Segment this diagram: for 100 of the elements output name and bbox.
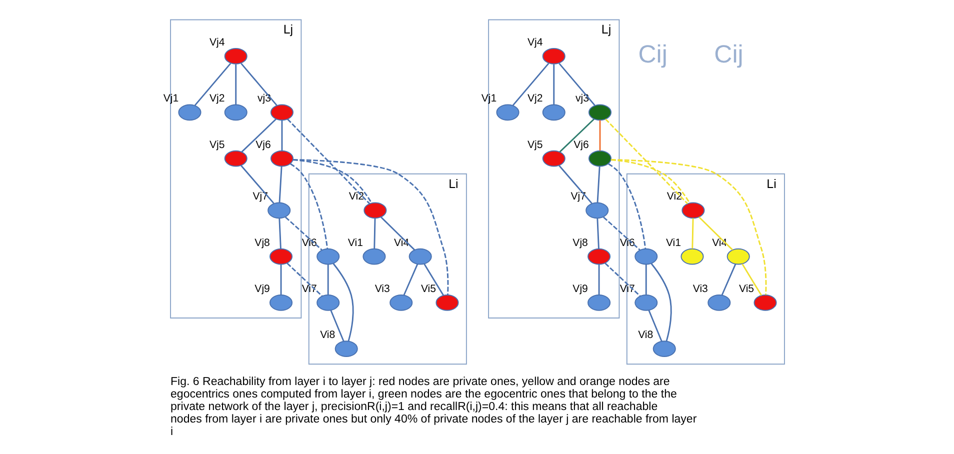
node-circle bbox=[267, 202, 290, 219]
connector bbox=[373, 218, 376, 249]
connector bbox=[240, 118, 276, 152]
connector bbox=[286, 262, 322, 297]
node-label: Vi2 bbox=[666, 190, 682, 203]
node-circle bbox=[363, 202, 386, 219]
connector bbox=[741, 264, 762, 296]
connector bbox=[691, 218, 694, 249]
node-label: Vi8 bbox=[638, 329, 653, 342]
node-circle bbox=[270, 104, 293, 121]
node-circle bbox=[588, 150, 612, 167]
connector bbox=[280, 264, 282, 295]
node-circle bbox=[435, 294, 458, 311]
connector bbox=[604, 262, 640, 297]
node-circle bbox=[542, 150, 565, 167]
connector bbox=[380, 216, 415, 250]
node-label: Vi1 bbox=[665, 236, 681, 249]
connector bbox=[326, 264, 328, 295]
node-circle bbox=[408, 248, 432, 265]
connector bbox=[286, 118, 370, 204]
node-label: Vj8 bbox=[572, 236, 588, 249]
node-circle bbox=[585, 202, 608, 219]
node-label: Vj6 bbox=[573, 138, 588, 151]
connector bbox=[648, 310, 662, 342]
node-circle bbox=[634, 248, 658, 265]
connector bbox=[240, 165, 274, 204]
connector bbox=[596, 218, 599, 249]
node-label: Vi3 bbox=[692, 282, 708, 295]
connector bbox=[234, 64, 236, 105]
label: Cij bbox=[638, 40, 667, 68]
node-circle bbox=[542, 104, 565, 121]
node-circle bbox=[652, 340, 676, 357]
connector bbox=[598, 264, 600, 295]
connector bbox=[290, 163, 328, 249]
node-label: Vj5 bbox=[527, 138, 542, 151]
node-circle bbox=[269, 294, 292, 311]
connector bbox=[512, 62, 549, 106]
node-circle bbox=[362, 248, 386, 265]
node-circle bbox=[224, 150, 247, 167]
node-label: Vj4 bbox=[209, 36, 224, 48]
node-circle bbox=[634, 294, 658, 311]
node-circle bbox=[680, 248, 704, 265]
connector bbox=[558, 165, 592, 204]
node-label: Vi8 bbox=[320, 329, 335, 342]
connector bbox=[402, 264, 418, 296]
connector bbox=[278, 166, 282, 203]
node-circle bbox=[316, 294, 340, 311]
node-circle bbox=[753, 294, 776, 311]
node-circle bbox=[496, 104, 519, 121]
node-label: Vj7 bbox=[252, 190, 268, 203]
connector bbox=[598, 120, 600, 151]
node-circle bbox=[316, 248, 340, 265]
connector bbox=[602, 216, 640, 250]
connector bbox=[650, 263, 672, 342]
connector bbox=[292, 158, 448, 295]
node-label: Vj2 bbox=[527, 92, 542, 105]
node-label: Vi2 bbox=[348, 190, 364, 203]
node-circle bbox=[270, 150, 293, 167]
connector bbox=[280, 120, 282, 151]
connector bbox=[292, 159, 372, 204]
node-label: Vi3 bbox=[374, 282, 390, 295]
node-label: Vi1 bbox=[347, 236, 363, 249]
connector bbox=[610, 158, 766, 295]
node-circle bbox=[334, 340, 358, 357]
caption: Fig. 6 Reachability from layer i to layer j: red nodes are private ones, yellow and orange nodes are egocentrics ones computed from layer i, green nodes are the egocentric ones that belong to the the private network of the layer j, precisionR(i,j)=1 and recallR(i,j)=0.4: this means that all reachable nodes from layer i are private ones but only 40% of private nodes of the layer j are reachable from layer i bbox=[170, 376, 696, 438]
node-circle bbox=[542, 48, 565, 64]
connector bbox=[194, 62, 231, 106]
node-label: Vj4 bbox=[527, 36, 542, 48]
connector bbox=[284, 216, 322, 250]
node-label: Vj1 bbox=[162, 92, 178, 105]
connector bbox=[698, 216, 733, 250]
node-circle bbox=[178, 104, 201, 121]
label: Cij bbox=[714, 40, 743, 68]
connector bbox=[720, 264, 736, 296]
node-label: Vj9 bbox=[572, 282, 588, 295]
node-label: Vj5 bbox=[209, 138, 224, 151]
node-circle bbox=[587, 248, 610, 265]
node-circle bbox=[224, 48, 247, 64]
connector bbox=[558, 118, 594, 152]
node-circle bbox=[587, 294, 610, 311]
connector bbox=[604, 118, 688, 204]
connector bbox=[240, 62, 277, 106]
node-circle bbox=[588, 104, 612, 121]
node-circle bbox=[707, 294, 730, 311]
node-circle bbox=[224, 104, 247, 121]
connector bbox=[558, 62, 595, 106]
node-label: Vj7 bbox=[570, 190, 586, 203]
node-circle bbox=[269, 248, 292, 265]
connector bbox=[644, 264, 646, 295]
connector bbox=[552, 64, 554, 105]
node-label: Vi5 bbox=[420, 282, 436, 295]
node-label: Vj2 bbox=[209, 92, 224, 105]
connector bbox=[608, 163, 646, 249]
node-circle bbox=[681, 202, 704, 219]
node-label: Vj9 bbox=[254, 282, 270, 295]
connector bbox=[330, 310, 344, 342]
connector bbox=[423, 264, 444, 296]
node-label: Vj6 bbox=[255, 138, 270, 151]
connector bbox=[596, 166, 600, 203]
node-label: Vi5 bbox=[738, 282, 754, 295]
